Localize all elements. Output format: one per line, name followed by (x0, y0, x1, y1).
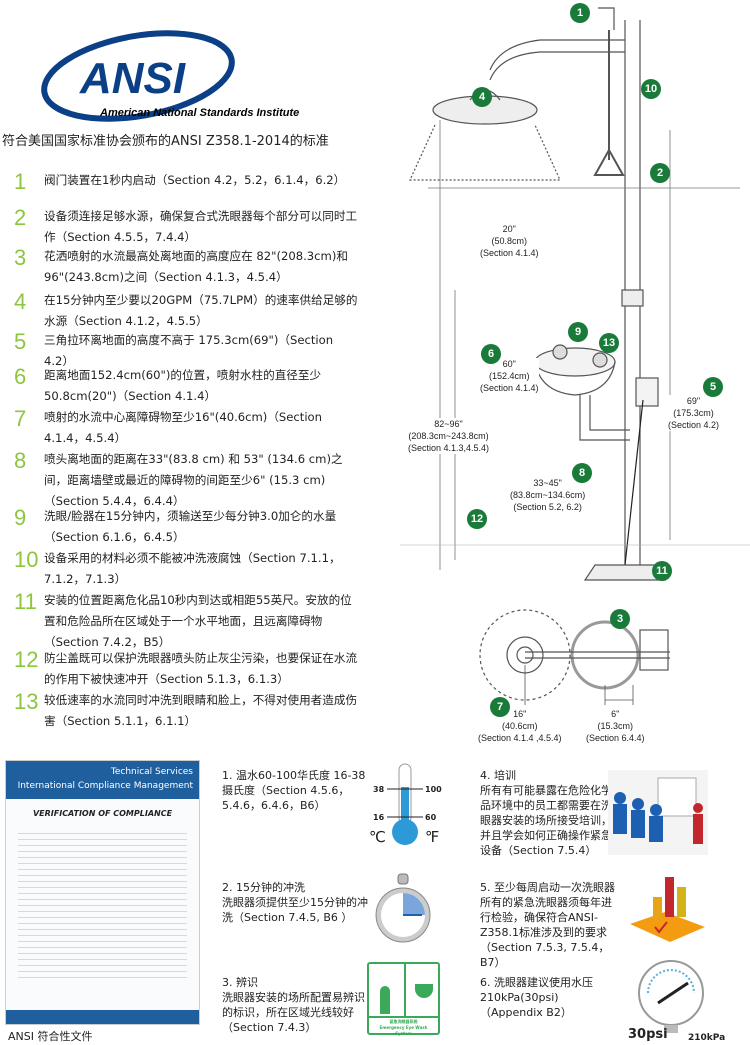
callout-badge: 13 (599, 333, 619, 353)
svg-text:℉: ℉ (425, 828, 439, 846)
requirement-item: 6 距离地面152.4cm(60")的位置，喷射水柱的直径至少50.8cm(20"… (14, 365, 359, 407)
requirement-item: 4 在15分钟内至少要以20GPM（75.7LPM）的速率供给足够的水源（Sect… (14, 290, 359, 332)
inspection-chart-icon (630, 877, 705, 942)
requirement-text: 喷射的水流中心离障碍物至少16"(40.6cm)（Section 4.1.4，4… (44, 410, 323, 445)
certificate-caption: ANSI 符合性文件 (8, 1030, 93, 1043)
svg-text:℃: ℃ (369, 828, 386, 846)
requirement-text: 三角拉环离地面的高度不高于 175.3cm(69")（Section 4.2） (44, 333, 334, 368)
note-identification: 3. 辨识 洗眼器安装的场所配置易辨识的标识，所在区域光线较好（Section … (222, 976, 365, 1034)
requirement-number: 11 (14, 589, 37, 614)
ansi-logo: ANSI American National Standards Institu… (38, 28, 318, 123)
callout-badge: 7 (490, 697, 510, 717)
eyewash-diagram: 20"(50.8cm)(Section 4.1.4) 60"(152.4cm)(… (400, 0, 750, 750)
requirement-text: 较低速率的水流同时冲洗到眼睛和脸上，不得对使用者造成伤害（Section 5.1… (44, 693, 358, 728)
requirement-text: 距离地面152.4cm(60")的位置，喷射水柱的直径至少50.8cm(20")… (44, 368, 322, 403)
height-60-label: 60"(152.4cm)(Section 4.1.4) (480, 358, 539, 394)
cert-banner-2: International Compliance Management (17, 781, 193, 791)
height-82-96-label: 82~96"(208.3cm~243.8cm)(Section 4.1.3,4.… (408, 418, 490, 454)
sign-text-en: Emergency Eye Wash System (379, 1025, 428, 1036)
svg-text:16: 16 (373, 813, 385, 822)
distance-16-label: 16"(40.6cm)(Section 4.1.4 ,4.5.4) (478, 708, 562, 744)
callout-badge: 4 (472, 87, 492, 107)
requirement-text: 花洒喷射的水流最高处离地面的高度应在 82"(208.3cm)和96"(243.… (44, 249, 348, 284)
height-69-label: 69"(175.3cm)(Section 4.2) (668, 395, 720, 431)
distance-6-label: 6"(15.3cm)(Section 6.4.4) (586, 708, 645, 744)
requirement-text: 喷头离地面的距离在33"(83.8 cm) 和 53" (134.6 cm)之间… (44, 452, 343, 508)
requirement-item: 7 喷射的水流中心离障碍物至少16"(40.6cm)（Section 4.1.4，… (14, 407, 359, 449)
requirement-text: 阀门装置在1秒内启动（Section 4.2，5.2，6.1.4，6.2） (44, 173, 346, 187)
note-temperature: 1. 温水60-100华氏度 16-38摄氏度（Section 4.5.6，5.… (222, 769, 366, 812)
note-training: 4. 培训 所有有可能暴露在危险化学品环境中的员工都需要在洗眼器安装的场所接受培… (480, 769, 612, 857)
requirement-item: 1 阀门装置在1秒内启动（Section 4.2，5.2，6.1.4，6.2） (14, 170, 359, 194)
requirement-text: 设备须连接足够水源，确保复合式洗眼器每个部分可以同时工作（Section 4.5… (44, 209, 358, 244)
requirement-text: 安装的位置距离危化品10秒内到达或相距55英尺。安放的位置和危险品所在区域处于一… (44, 593, 352, 649)
requirement-item: 5 三角拉环离地面的高度不高于 175.3cm(69")（Section 4.2） (14, 330, 359, 372)
requirement-number: 7 (14, 406, 27, 431)
callout-badge: 11 (652, 561, 672, 581)
callout-badge: 8 (572, 463, 592, 483)
requirement-number: 13 (14, 689, 39, 714)
requirement-number: 8 (14, 448, 27, 473)
svg-text:38: 38 (373, 785, 385, 794)
requirement-number: 5 (14, 329, 27, 354)
callout-badge: 2 (650, 163, 670, 183)
requirement-text: 洗眼/脸器在15分钟内，须输送至少每分钟3.0加仑的水量（Section 6.1… (44, 509, 337, 544)
callout-badge: 3 (610, 609, 630, 629)
logo-mark: ANSI (79, 54, 186, 103)
note-weekly-test: 5. 至少每周启动一次洗眼器 所有的紧急洗眼器须每年进行检验，确保符合ANSI-… (480, 881, 615, 969)
callout-badge: 10 (641, 79, 661, 99)
requirement-number: 12 (14, 647, 39, 672)
headline: 符合美国国家标准协会颁布的ANSI Z358.1-2014的标准 (2, 134, 329, 149)
compliance-certificate: Technical Services International Complia… (5, 760, 200, 1025)
gauge-psi: 30psi (628, 1027, 668, 1042)
requirement-text: 设备采用的材料必须不能被冲洗液腐蚀（Section 7.1.1，7.1.2，7.… (44, 551, 341, 586)
note-flush-duration: 2. 15分钟的冲洗 洗眼器须提供至少15分钟的冲洗（Section 7.4.5… (222, 881, 368, 924)
cert-banner-1: Technical Services (110, 767, 193, 777)
callout-badge: 9 (568, 322, 588, 342)
requirement-number: 9 (14, 505, 27, 530)
svg-text:60: 60 (425, 813, 437, 822)
callout-badge: 12 (467, 509, 487, 529)
stopwatch-icon (375, 873, 431, 943)
requirement-text: 防尘盖既可以保护洗眼器喷头防止灰尘污染，也要保证在水流的作用下被快速冲开（Sec… (44, 651, 358, 686)
requirement-item: 11 安装的位置距离危化品10秒内到达或相距55英尺。安放的位置和危险品所在区域处… (14, 590, 359, 653)
logo-name: American National Standards Institute (99, 107, 299, 119)
height-33-45-label: 33~45"(83.8cm~134.6cm)(Section 5.2, 6.2) (510, 477, 586, 513)
gauge-kpa: 210kPa (688, 1033, 725, 1043)
requirement-number: 4 (14, 289, 27, 314)
spray-diameter-label: 20"(50.8cm)(Section 4.1.4) (480, 223, 539, 259)
note-pressure: 6. 洗眼器建议使用水压210kPa(30psi)（Appendix B2） (480, 976, 593, 1019)
sign-text-cn: 紧急洗眼器系统 (389, 1019, 418, 1024)
training-image (608, 770, 708, 855)
requirement-text: 在15分钟内至少要以20GPM（75.7LPM）的速率供给足够的水源（Secti… (44, 293, 358, 328)
pressure-gauge-icon: 30psi 210kPa (628, 960, 725, 1043)
svg-text:100: 100 (425, 785, 442, 794)
requirement-number: 10 (14, 547, 39, 572)
requirement-number: 3 (14, 245, 27, 270)
requirement-item: 8 喷头离地面的距离在33"(83.8 cm) 和 53" (134.6 cm)之… (14, 449, 359, 512)
requirement-number: 6 (14, 364, 27, 389)
callout-badge: 1 (570, 3, 590, 23)
requirement-item: 2 设备须连接足够水源，确保复合式洗眼器每个部分可以同时工作（Section 4.… (14, 206, 359, 248)
shower-drawing (400, 7, 750, 705)
callout-badge: 5 (703, 377, 723, 397)
eyewash-sign-icon: 紧急洗眼器系统 Emergency Eye Wash System (367, 962, 440, 1036)
thermometer-icon: 38 100 16 60 ℃ ℉ (369, 763, 442, 846)
requirement-item: 9 洗眼/脸器在15分钟内，须输送至少每分钟3.0加仑的水量（Section 6.… (14, 506, 359, 548)
requirement-number: 2 (14, 205, 27, 230)
cert-title: VERIFICATION OF COMPLIANCE (32, 809, 173, 818)
requirement-item: 3 花洒喷射的水流最高处离地面的高度应在 82"(208.3cm)和96"(243… (14, 246, 359, 288)
requirement-number: 1 (14, 169, 27, 194)
callout-badge: 6 (481, 344, 501, 364)
